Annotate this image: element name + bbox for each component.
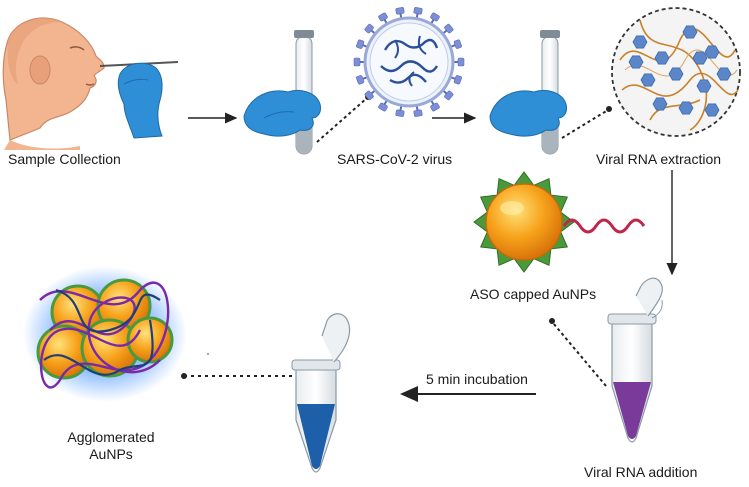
label-aso-capped-line1: ASO capped: [470, 286, 550, 302]
microtube-blue-icon: [291, 313, 351, 473]
hexagon-protein: [632, 35, 648, 49]
zoom-dot-rna: [606, 106, 612, 112]
label-sars-cov-2-virus: SARS-CoV-2 virus: [337, 151, 453, 167]
virus-spike-head: [395, 7, 405, 15]
virus-spike-head: [395, 109, 405, 117]
label-viral-rna-extraction: Viral RNA extraction: [596, 151, 722, 167]
hexagon-protein: [640, 73, 656, 87]
label-aso-capped-line2: AuNPs: [552, 286, 597, 302]
hexagon-protein: [678, 101, 694, 115]
hexagon-protein: [654, 51, 670, 65]
zoom-dot-addition: [549, 318, 555, 324]
virus-spike-head: [453, 39, 462, 49]
virus-spike-head: [356, 39, 365, 49]
label-incubation: 5 min incubation: [426, 371, 528, 388]
virus-spike-head: [413, 7, 423, 15]
agglomerated-aunps-icon: [23, 266, 187, 402]
virus-spike-head: [430, 102, 440, 112]
label-agglomerated-aunps: Agglomerated AuNPs: [56, 429, 166, 463]
virus-spike-head: [413, 109, 423, 117]
virus-spike-head: [364, 90, 374, 101]
label-incubation-time: 5 min: [426, 371, 461, 387]
aso-capped-aunp-icon: [473, 171, 575, 273]
hexagon-protein: [682, 25, 698, 39]
virus-spike-head: [378, 12, 388, 22]
virus-spike-head: [453, 75, 462, 85]
microtube-purple-icon: [607, 277, 663, 443]
virus-spike-head: [444, 90, 454, 101]
virus-spike-head: [356, 75, 365, 85]
hexagon-protein: [628, 55, 644, 69]
virus-spike-head: [444, 23, 454, 34]
virus-spike-head: [378, 102, 388, 112]
glove-hand-icon: [117, 62, 163, 139]
gloved-hand-tube-icon: [243, 30, 321, 155]
label-agglomerated-line1: Agglomerated: [67, 429, 155, 445]
speck: [207, 353, 209, 355]
hexagon-protein: [696, 79, 712, 93]
virus-spike-head: [430, 12, 440, 22]
virus-spike-head: [364, 23, 374, 34]
hexagon-protein: [704, 45, 720, 59]
zoom-line-addition: [552, 322, 607, 387]
patient-head-icon: [2, 17, 105, 150]
label-incubation-word: incubation: [464, 371, 528, 387]
sars-cov-2-virus-icon: [353, 7, 465, 117]
zoom-line-rna: [561, 109, 609, 139]
zoom-dot-agglomerated: [181, 373, 187, 379]
gloved-hand-tube-2-icon: [489, 30, 567, 155]
label-agglomerated-line2: AuNPs: [89, 446, 133, 462]
hexagon-protein: [704, 103, 720, 117]
viral-rna-extraction-icon: [611, 7, 741, 137]
hexagon-protein: [692, 51, 708, 65]
label-aso-capped: ASO capped AuNPs: [470, 286, 596, 303]
zoom-line-virus: [316, 97, 368, 143]
label-viral-rna-addition: Viral RNA addition: [584, 464, 698, 480]
aso-rna-strand-icon: [562, 218, 646, 234]
hexagon-protein: [716, 67, 732, 81]
label-sample-collection: Sample Collection: [8, 151, 121, 167]
virus-spike-head: [457, 57, 465, 67]
virus-spike-head: [353, 57, 361, 67]
hexagon-protein: [668, 67, 684, 81]
hexagon-protein: [652, 97, 668, 111]
